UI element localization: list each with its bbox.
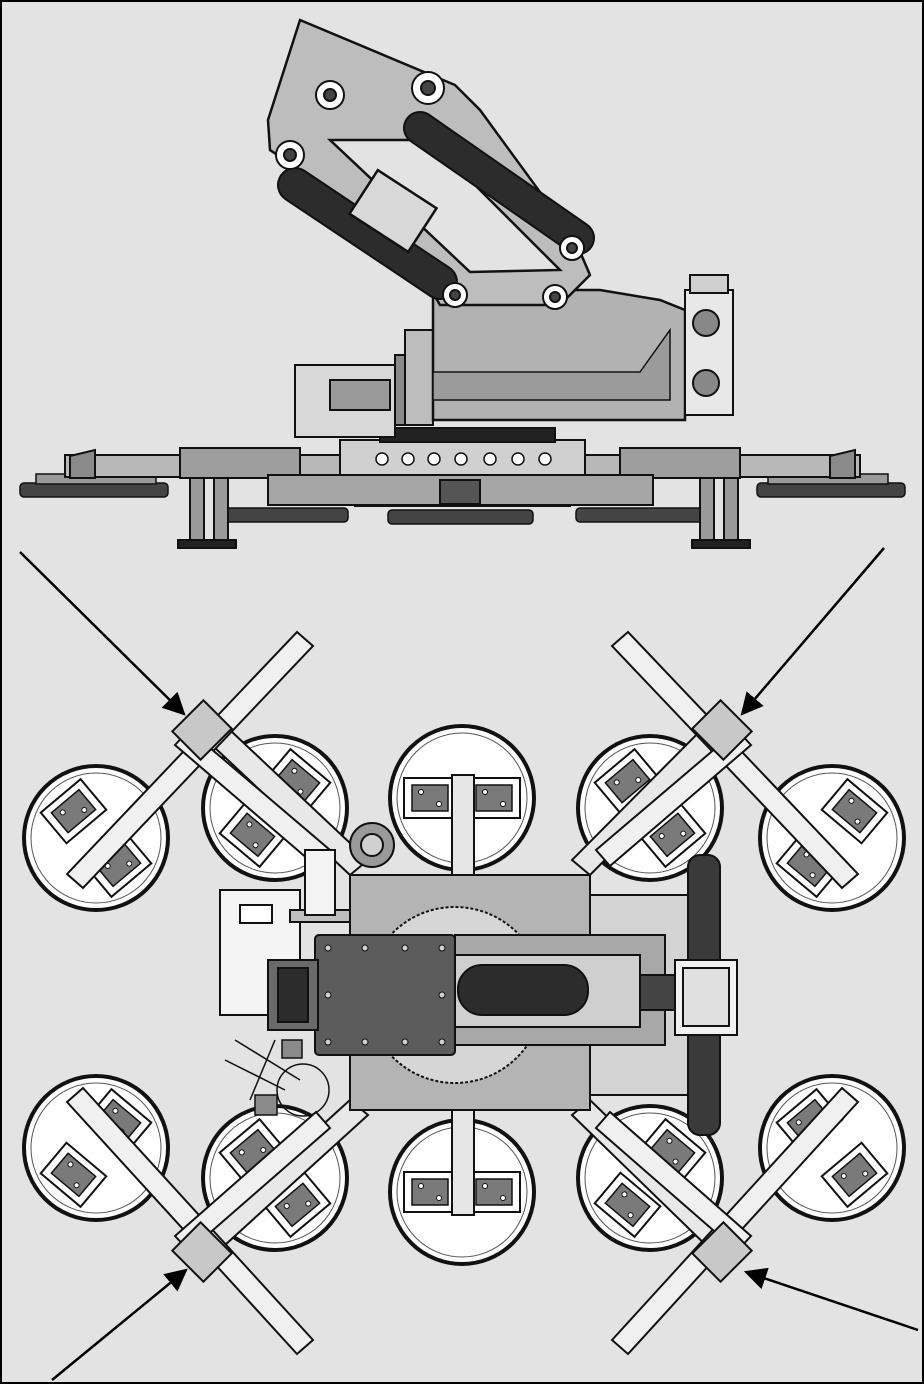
- arrow-bottom-left: [51, 1268, 188, 1381]
- side-frame: [64, 439, 861, 507]
- arrow-top-left: [19, 551, 186, 716]
- arm-clamp-bottom-right: [690, 1220, 754, 1284]
- callout-arrows: [19, 547, 919, 1381]
- side-rotator-base: [294, 329, 556, 443]
- hose-detail: [224, 1039, 330, 1117]
- side-end-motor: [684, 274, 734, 416]
- arm-clamp-top-left: [170, 698, 234, 762]
- arrow-bottom-right: [743, 1267, 919, 1332]
- suction-pad-5: [758, 764, 906, 912]
- swivel-arms: [65, 630, 860, 1356]
- side-bolt-row: [375, 452, 552, 466]
- arm-clamp-top-right: [690, 698, 754, 762]
- top-view: [19, 547, 919, 1381]
- suction-pad-6: [22, 1074, 170, 1222]
- swivel-arm-top-left: [65, 630, 315, 890]
- side-view: [19, 18, 906, 549]
- side-arm-linkage: [266, 18, 595, 307]
- arm-channel: [454, 934, 681, 1046]
- arrow-top-right: [740, 547, 885, 716]
- side-pivot-pins: [275, 71, 585, 310]
- arm-clamp-bottom-left: [170, 1220, 234, 1284]
- side-legs: [177, 477, 751, 549]
- swivel-arm-bottom-left: [65, 1086, 315, 1356]
- suction-pad-1: [22, 764, 170, 912]
- arm-clamps: [170, 698, 754, 1284]
- center-beams: [451, 774, 475, 1216]
- end-motor: [674, 854, 738, 1136]
